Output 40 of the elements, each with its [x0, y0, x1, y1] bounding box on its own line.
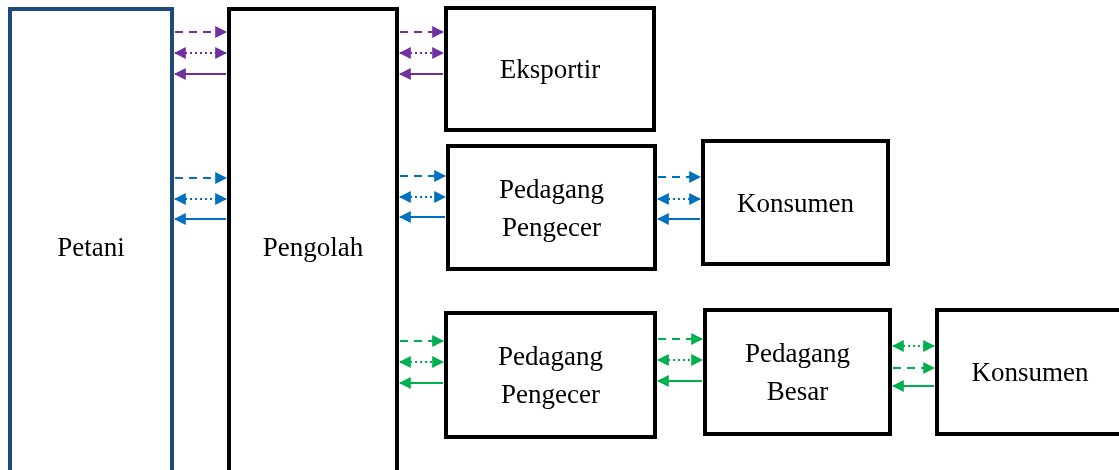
arrow: [173, 193, 228, 205]
box-label: Konsumen: [736, 186, 855, 220]
arrow: [399, 26, 445, 38]
process-box: [227, 7, 399, 470]
arrow: [398, 191, 447, 203]
arrow: [892, 362, 936, 374]
arrow: [656, 375, 703, 387]
arrow: [399, 335, 445, 347]
process-box: [701, 139, 890, 266]
process-box: [935, 308, 1119, 436]
arrow: [398, 47, 445, 59]
process-box: [444, 6, 656, 132]
arrow: [398, 68, 444, 80]
arrow: [173, 213, 227, 225]
box-label: Pedagang Pengecer: [498, 172, 605, 244]
arrow: [173, 68, 227, 80]
arrow: [656, 213, 701, 225]
box-label: Pedagang Pengecer: [497, 340, 604, 411]
arrow: [399, 170, 447, 182]
box-label: Pedagang Besar: [744, 337, 851, 408]
arrow: [398, 211, 446, 223]
box-label: Pengolah: [261, 231, 365, 264]
arrow: [174, 26, 228, 38]
arrow: [891, 340, 936, 352]
arrow: [173, 47, 228, 59]
box-label: Petani: [56, 231, 126, 264]
arrow: [657, 333, 704, 345]
arrow: [891, 380, 935, 392]
arrow: [656, 354, 704, 366]
box-label: Eksportir: [498, 53, 602, 86]
arrow: [398, 356, 445, 368]
process-box: [703, 308, 892, 436]
process-box: [444, 311, 657, 439]
box-label: Konsumen: [970, 356, 1090, 389]
arrow: [398, 377, 444, 389]
arrow: [174, 172, 228, 184]
arrow: [656, 193, 702, 205]
process-box: [446, 144, 657, 271]
process-box: [8, 7, 174, 470]
arrow: [657, 171, 702, 183]
